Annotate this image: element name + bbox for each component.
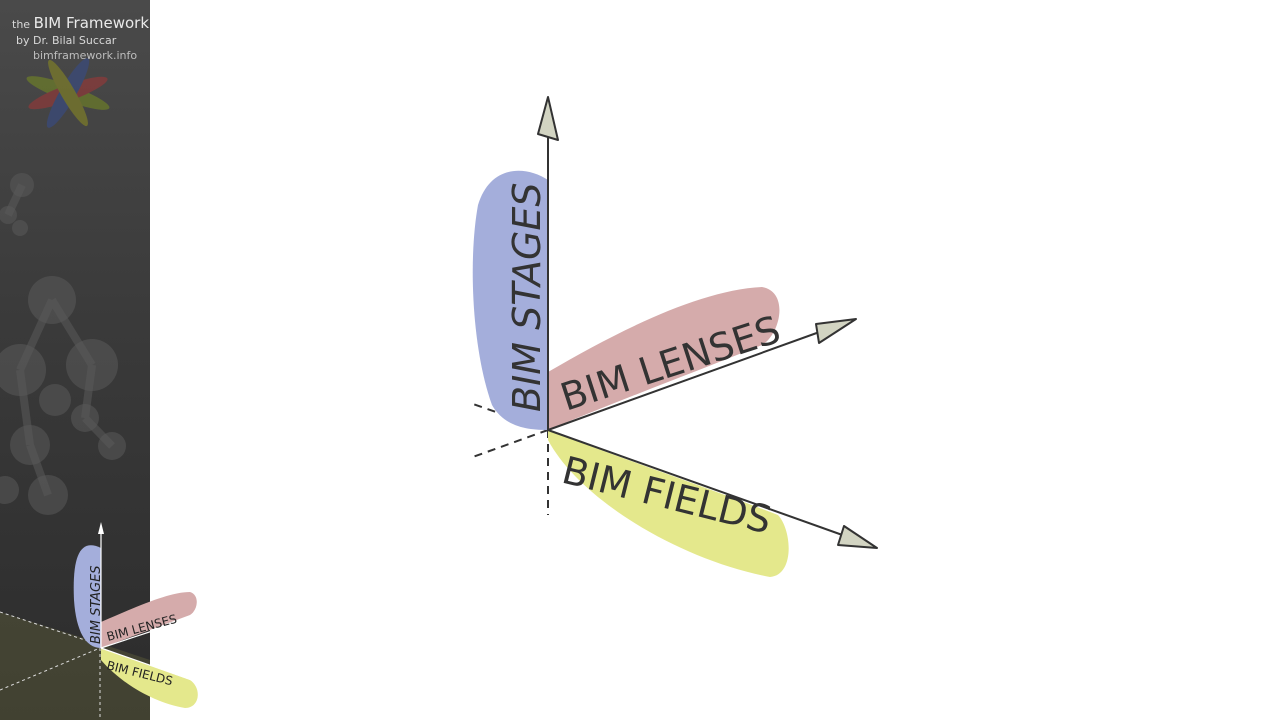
thumb-stages-petal: [73, 545, 101, 648]
bim-lenses-label: BIM LENSES: [555, 307, 785, 419]
thumb-fields-petal: [101, 648, 198, 708]
fields-arrow-head-icon: [837, 525, 878, 549]
brand-title: BIM Framework: [33, 14, 150, 32]
lenses-arrow-head-icon: [815, 318, 857, 344]
thumb-lenses-petal: [101, 592, 197, 648]
stages-arrow-head-icon: [537, 96, 559, 141]
bim-fields-label: BIM FIELDS: [558, 448, 776, 542]
brand-author: Dr. Bilal Succar: [33, 34, 117, 47]
brand-website: bimframework.info: [33, 49, 138, 62]
dashed-axis-upper: [469, 402, 549, 431]
brand-block: the BIM Framework by Dr. Bilal Succar bi…: [12, 14, 149, 62]
sidebar-panel: the BIM Framework by Dr. Bilal Succar bi…: [0, 0, 150, 720]
bim-fields-petal: [548, 430, 789, 577]
bim-lenses-petal: [548, 287, 780, 430]
brand-by: by: [16, 34, 30, 47]
molecule-background: [0, 173, 150, 720]
dashed-axis-lower: [469, 429, 549, 459]
bim-framework-logo-icon: [26, 58, 110, 128]
fields-axis: [547, 429, 849, 538]
brand-prefix: the: [12, 18, 31, 31]
thumbnail-diagram: BIM STAGES BIM LENSES BIM FIELDS: [0, 522, 238, 720]
bim-stages-label: BIM STAGES: [505, 182, 549, 412]
thumb-stages-label: BIM STAGES: [89, 565, 104, 644]
bim-stages-petal: [472, 170, 548, 431]
lenses-axis: [547, 329, 826, 431]
